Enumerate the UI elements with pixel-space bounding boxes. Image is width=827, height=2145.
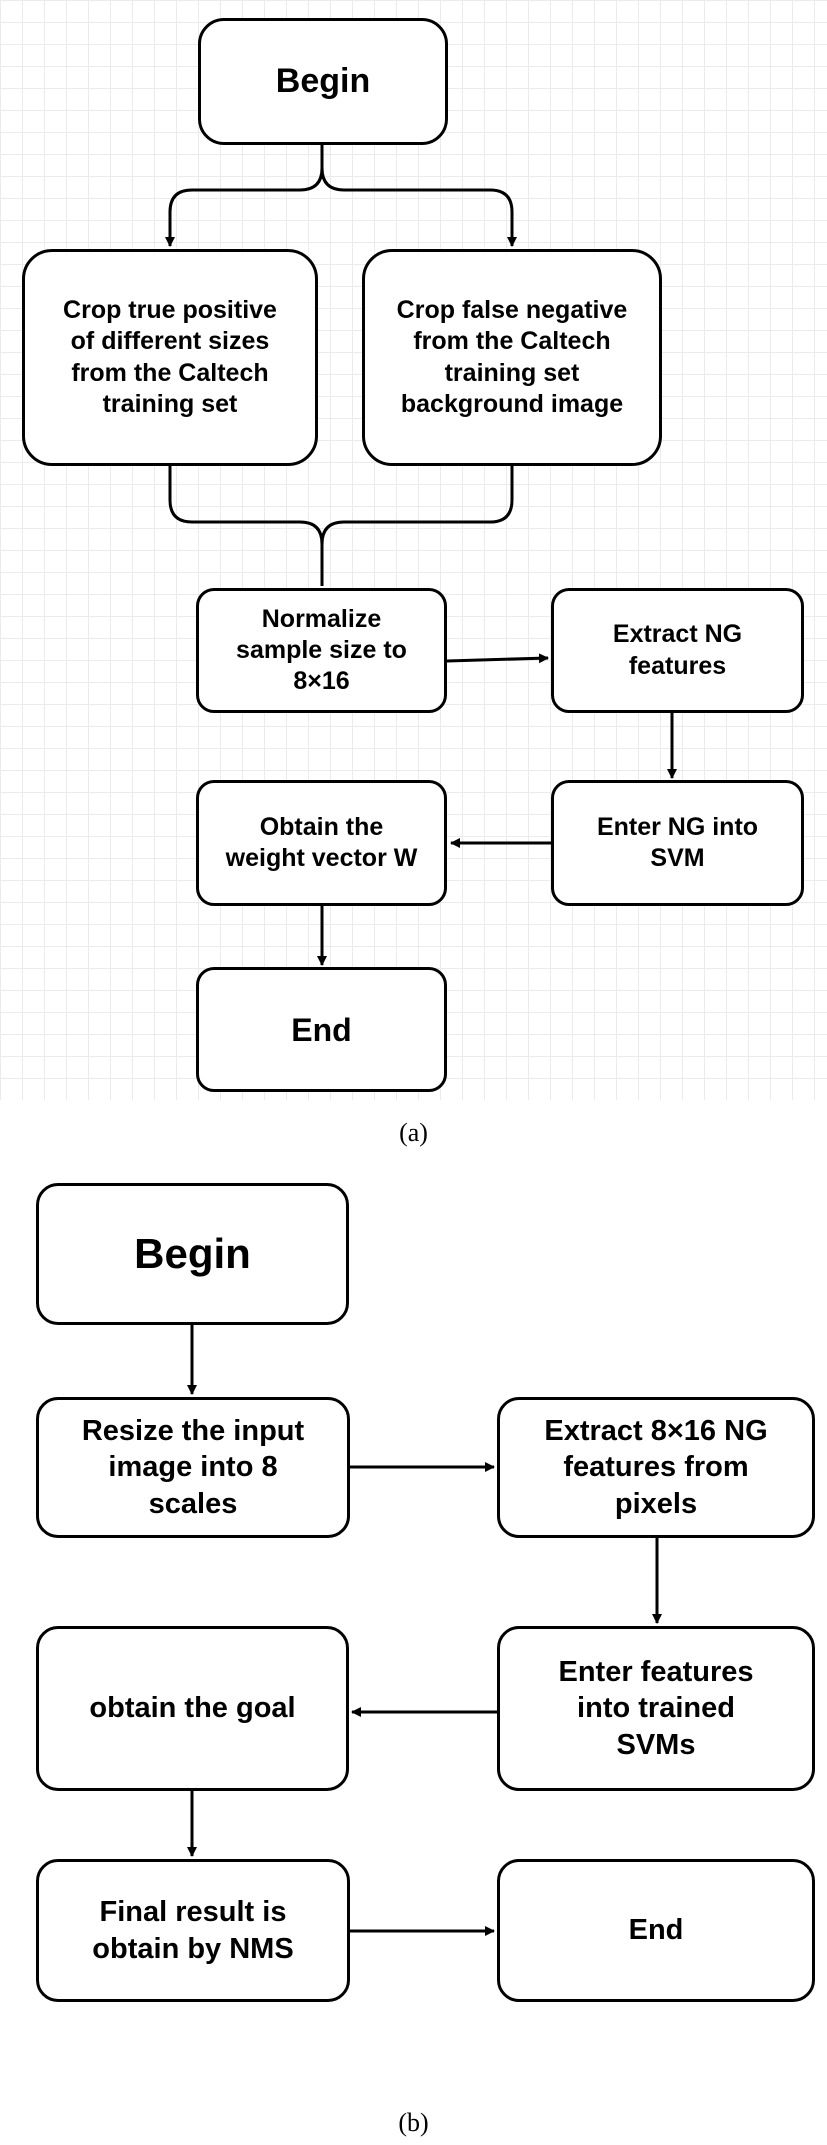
node-a-obtain-weight-label: Obtain the weight vector W xyxy=(225,812,418,872)
connector-begin-to-crop-boxes xyxy=(165,145,517,247)
node-b-extract-features: Extract 8×16 NG features from pixels xyxy=(497,1397,815,1538)
node-b-begin-label: Begin xyxy=(134,1229,251,1277)
node-a-extract-ng: Extract NG features xyxy=(551,588,804,713)
node-a-extract-ng-label: Extract NG features xyxy=(612,620,743,680)
node-b-enter-features-label: Enter features into trained SVMs xyxy=(558,1656,754,1761)
node-a-end-label: End xyxy=(291,1011,352,1048)
caption-b: (b) xyxy=(398,2108,429,2137)
node-a-end: End xyxy=(196,967,447,1092)
node-a-normalize: Normalize sample size to 8×16 xyxy=(196,588,447,713)
node-b-final-result-label: Final result is obtain by NMS xyxy=(92,1896,294,1965)
node-a-crop-false-negative-label: Crop false negative from the Caltech tra… xyxy=(396,296,628,418)
node-a-begin: Begin xyxy=(198,18,448,145)
node-a-begin-label: Begin xyxy=(275,62,371,101)
node-b-begin: Begin xyxy=(36,1183,349,1325)
connector-normalize-to-extract-ng xyxy=(446,653,549,664)
connector-crop-boxes-to-normalize xyxy=(168,466,514,586)
node-a-crop-true-positive-label: Crop true positive of different sizes fr… xyxy=(63,296,277,418)
caption-a: (a) xyxy=(399,1118,428,1147)
node-b-obtain-goal-label: obtain the goal xyxy=(89,1692,296,1725)
node-b-end-label: End xyxy=(628,1914,684,1947)
node-b-resize-label: Resize the input image into 8 scales xyxy=(81,1415,305,1520)
node-a-obtain-weight: Obtain the weight vector W xyxy=(196,780,447,906)
node-b-obtain-goal: obtain the goal xyxy=(36,1626,349,1791)
node-a-enter-ng-svm-label: Enter NG into SVM xyxy=(596,812,759,872)
node-b-extract-features-label: Extract 8×16 NG features from pixels xyxy=(544,1415,768,1520)
node-a-normalize-label: Normalize sample size to 8×16 xyxy=(236,604,407,696)
node-b-end: End xyxy=(497,1859,815,2002)
node-a-enter-ng-svm: Enter NG into SVM xyxy=(551,780,804,906)
node-b-resize: Resize the input image into 8 scales xyxy=(36,1397,350,1538)
node-b-enter-features: Enter features into trained SVMs xyxy=(497,1626,815,1791)
node-a-crop-false-negative: Crop false negative from the Caltech tra… xyxy=(362,249,662,466)
node-a-crop-true-positive: Crop true positive of different sizes fr… xyxy=(22,249,318,466)
node-b-final-result: Final result is obtain by NMS xyxy=(36,1859,350,2002)
diagram-a-canvas xyxy=(0,0,827,1100)
